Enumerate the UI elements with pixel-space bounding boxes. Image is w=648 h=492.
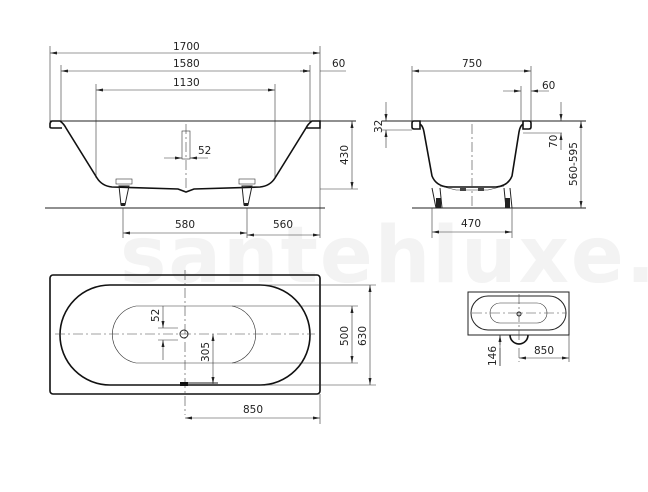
dim-side-inner-length-bottom: 1130	[173, 77, 200, 89]
leg-right	[238, 178, 256, 206]
dim-end-leg-spacing: 470	[461, 218, 481, 230]
dim-end-rim-width: 60	[542, 80, 555, 92]
dim-plan-drain-to-end: 850	[243, 404, 263, 416]
dim-end-total-height: 560-595	[568, 142, 580, 186]
watermark: santehluxe.ru	[120, 211, 648, 301]
dim-end-rim-thickness: 32	[373, 120, 385, 133]
mini-plan-view: 146 850	[467, 291, 570, 366]
dim-plan-outer-width: 630	[357, 326, 369, 346]
dim-plan-inner-width: 500	[339, 326, 351, 346]
dim-plan-drain-to-edge: 305	[200, 342, 212, 362]
leg-left	[115, 178, 133, 206]
dim-side-overall-length: 1700	[173, 41, 200, 53]
dim-side-rim-width: 60	[332, 58, 345, 70]
dim-end-overflow-height: 70	[548, 135, 560, 148]
dim-mini-overflow-projection: 146	[487, 346, 499, 366]
dim-side-drain-offset: 52	[198, 145, 211, 157]
end-view: 750 60 470 32 70 560	[373, 58, 586, 238]
dim-side-inner-length-top: 1580	[173, 58, 200, 70]
plan-view: 52 305 500 630 850	[49, 270, 376, 424]
dim-side-leg-spacing: 580	[175, 219, 195, 231]
side-view: 1700 1580 1130 60 52	[45, 41, 358, 238]
dim-plan-drain-offset: 52	[150, 309, 162, 322]
dim-side-depth: 430	[339, 145, 351, 165]
dim-end-overall-width: 750	[462, 58, 482, 70]
dim-mini-drain-to-end: 850	[534, 345, 554, 357]
dim-side-leg-to-end: 560	[273, 219, 293, 231]
